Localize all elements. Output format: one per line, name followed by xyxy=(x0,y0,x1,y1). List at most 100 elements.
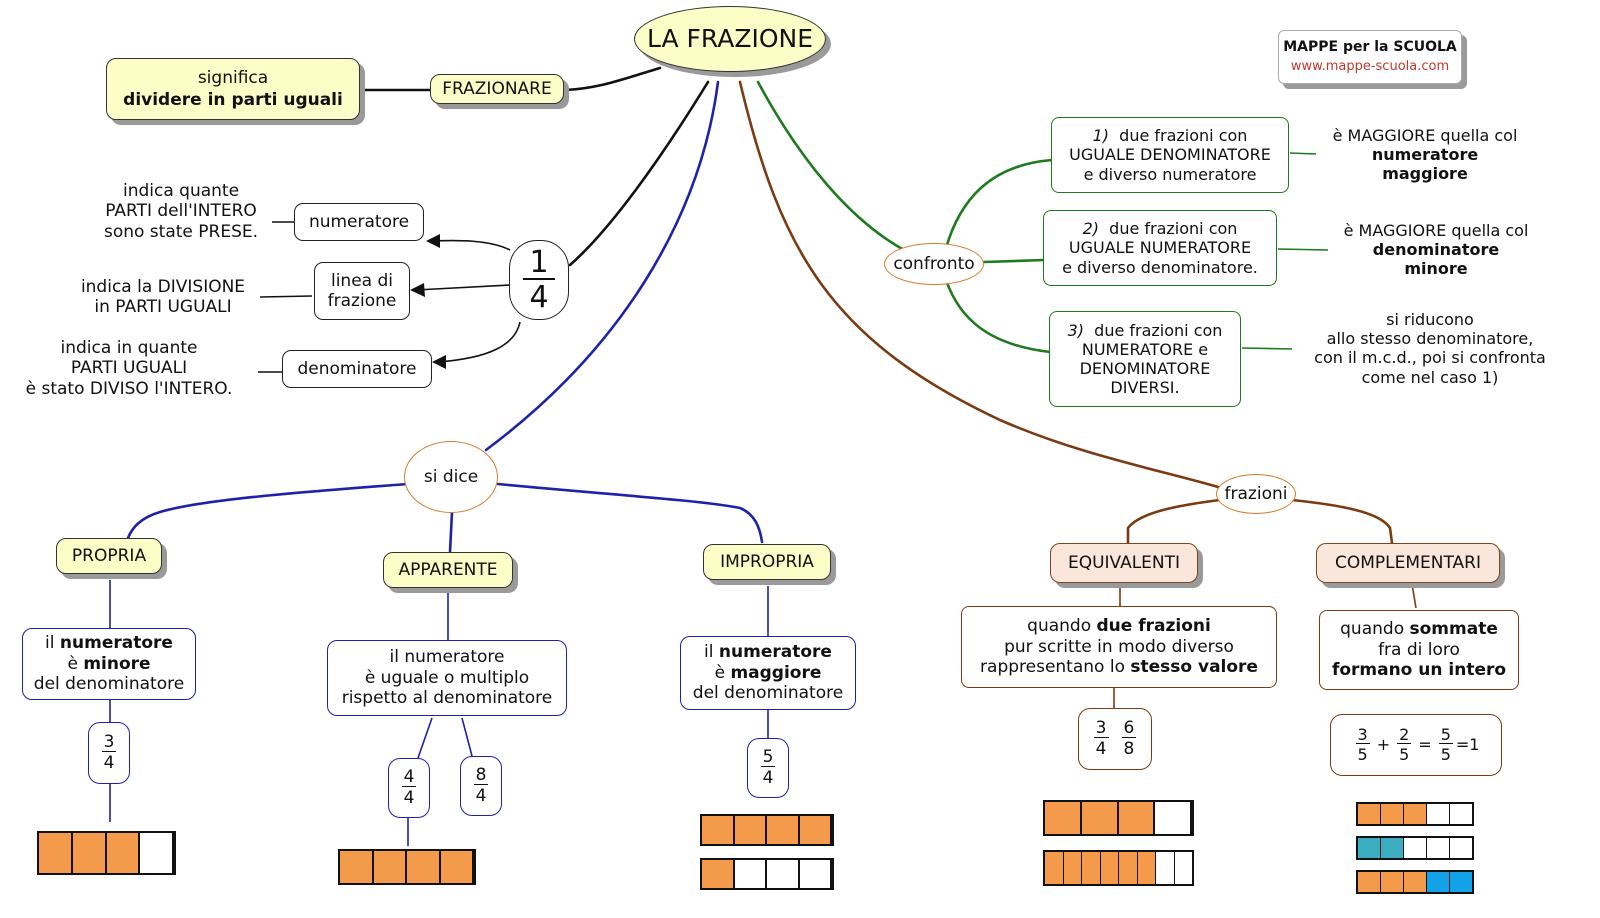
equals-sign: = xyxy=(1418,735,1432,755)
equivalenti-def-bold: due frazioni xyxy=(1096,616,1211,637)
bar-cell xyxy=(1155,802,1192,834)
confronto-result-1: è MAGGIORE quella col numeratore maggior… xyxy=(1318,126,1532,184)
linea-desc-line: indica la DIVISIONE xyxy=(80,277,246,297)
title-text: LA FRAZIONE xyxy=(646,24,814,53)
case-number: 1) xyxy=(1092,126,1109,146)
complementari-bar-1 xyxy=(1356,802,1474,826)
arrow-to-numeratore xyxy=(431,239,511,251)
equivalenti-def: quando due frazioni pur scritte in modo … xyxy=(961,606,1277,688)
fraction-denominator: 4 xyxy=(1095,739,1107,759)
link-case1-result xyxy=(1289,152,1317,155)
linea-desc: indica la DIVISIONE in PARTI UGUALI xyxy=(58,277,268,318)
sidice-node: si dice xyxy=(404,441,498,513)
bar-cell xyxy=(1427,838,1450,858)
impropria-def-text: è xyxy=(714,662,731,683)
bar-cell xyxy=(1358,838,1381,858)
link-confronto-case2 xyxy=(982,258,1046,264)
arrowhead-denominatore xyxy=(432,355,446,369)
fraction-numerator: 5 xyxy=(1438,725,1453,744)
linea-label-2: frazione xyxy=(327,291,397,311)
frazioni-label: frazioni xyxy=(1224,483,1288,504)
case-number: 2) xyxy=(1082,219,1099,239)
result-bold: minore xyxy=(1404,259,1468,279)
bar-cell xyxy=(1156,852,1175,884)
impropria-bar-1 xyxy=(700,814,834,846)
bar-cell xyxy=(702,860,735,888)
complementari-bar-3 xyxy=(1356,870,1474,894)
complementari-def-text: quando xyxy=(1340,619,1410,640)
fraction-denominator: 5 xyxy=(1399,745,1410,764)
case-line: DIVERSI. xyxy=(1110,378,1180,398)
confronto-label: confronto xyxy=(893,253,975,274)
bar-cell xyxy=(1174,852,1192,884)
equivalenti-def-text: pur scritte in modo diverso xyxy=(1004,636,1234,657)
numeratore-desc: indica quante PARTI dell'INTERO sono sta… xyxy=(86,181,276,242)
bar-cell xyxy=(1045,852,1064,884)
numeratore-desc-line: sono state PRESE. xyxy=(103,221,259,242)
complementari-def-text: fra di loro xyxy=(1378,639,1460,660)
bar-cell xyxy=(1063,852,1082,884)
complementari-label: COMPLEMENTARI xyxy=(1334,552,1482,573)
confronto-case-1: 1) due frazioni con UGUALE DENOMINATORE … xyxy=(1051,117,1289,193)
denominatore-desc-line: indica in quante xyxy=(60,338,198,358)
numeratore-desc-line: PARTI dell'INTERO xyxy=(105,201,257,222)
link-title-confronto xyxy=(756,80,906,252)
bar-cell xyxy=(440,851,474,883)
meaning-line2: dividere in parti uguali xyxy=(123,90,343,110)
main-numerator: 1 xyxy=(523,247,555,280)
propria-label: PROPRIA xyxy=(71,545,147,566)
confronto-result-3: si riducono allo stesso denominatore, co… xyxy=(1300,310,1560,387)
link-sidice-apparente xyxy=(448,510,454,554)
numeratore-desc-line: indica quante xyxy=(122,181,240,201)
bar-cell xyxy=(140,833,174,873)
impropria-bar-2 xyxy=(700,858,834,890)
apparente-def-line: è uguale o multiplo xyxy=(364,667,530,688)
impropria-def-text: del denominatore xyxy=(692,683,844,704)
equivalenti-label: EQUIVALENTI xyxy=(1067,552,1181,573)
bar-cell xyxy=(1427,872,1450,892)
result-bold: denominatore xyxy=(1372,240,1500,260)
bar-cell xyxy=(1137,852,1156,884)
numeratore-node: numeratore xyxy=(294,203,424,241)
link-sidice-impropria xyxy=(496,482,764,544)
denominatore-desc: indica in quante PARTI UGUALI è stato DI… xyxy=(6,338,252,399)
equivalenti-bar-2 xyxy=(1043,850,1194,886)
denominatore-desc-line: è stato DIVISO l'INTERO. xyxy=(25,378,233,399)
link-linea-desc xyxy=(259,295,313,298)
bar-cell xyxy=(340,851,374,883)
bar-cell xyxy=(1450,872,1472,892)
fraction-numerator: 8 xyxy=(473,765,489,785)
meaning-line1: significa xyxy=(197,67,269,88)
bar-cell xyxy=(799,860,832,888)
result-line: come nel caso 1) xyxy=(1361,367,1499,387)
title-node: LA FRAZIONE xyxy=(634,6,826,72)
link-case2-result xyxy=(1277,248,1329,251)
bar-cell xyxy=(407,851,441,883)
propria-def: il numeratore è minore del denominatore xyxy=(22,628,196,700)
bar-cell xyxy=(373,851,407,883)
propria-def-text: il xyxy=(45,633,60,654)
link-title-frazioni xyxy=(738,80,1220,489)
bar-cell xyxy=(734,816,767,844)
equivalenti-def-bold: stesso valore xyxy=(1130,657,1258,678)
bar-cell xyxy=(106,833,141,873)
link-frazioni-equivalenti xyxy=(1126,498,1222,545)
bar-cell xyxy=(702,816,735,844)
numeratore-label: numeratore xyxy=(308,211,410,232)
brand-url[interactable]: www.mappe-scuola.com xyxy=(1290,59,1450,75)
propria-def-text: del denominatore xyxy=(33,674,185,695)
fraction-numerator: 6 xyxy=(1121,718,1137,738)
bar-cell xyxy=(767,816,800,844)
apparente-def: il numeratore è uguale o multiplo rispet… xyxy=(327,640,567,716)
case-line: UGUALE DENOMINATORE xyxy=(1069,145,1271,165)
linea-label-1: linea di xyxy=(330,270,393,291)
sidice-label: si dice xyxy=(423,466,479,487)
link-frazioni-complementari xyxy=(1290,498,1394,545)
fraction-denominator: 4 xyxy=(403,788,415,808)
fraction-numerator: 3 xyxy=(1355,725,1370,744)
bar-cell xyxy=(1381,838,1404,858)
